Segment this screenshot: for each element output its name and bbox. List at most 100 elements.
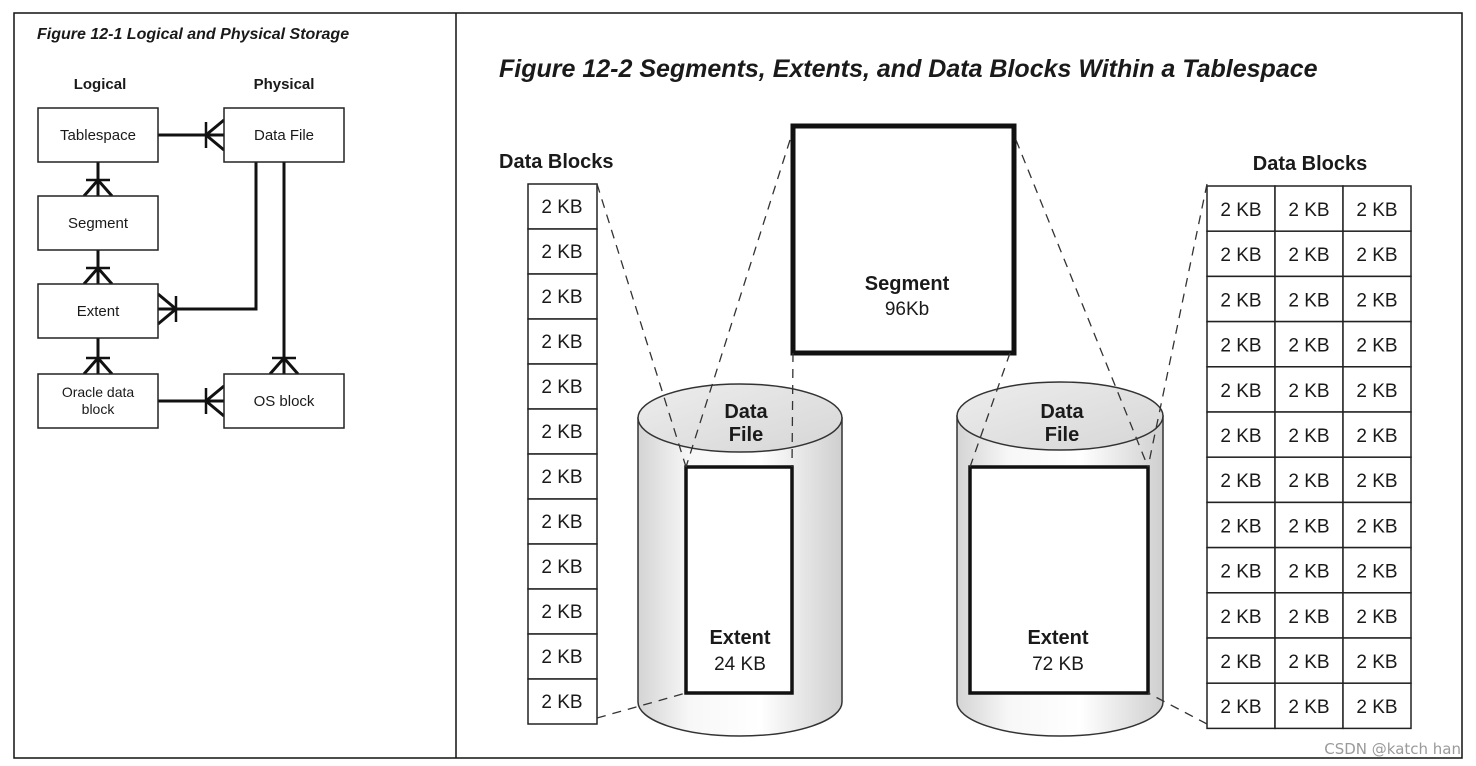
data-block-cell [1206, 592, 1276, 639]
data-block-label: 2 KB [1288, 426, 1329, 447]
right-extent-size: 72 KB [1032, 654, 1084, 675]
data-block-cell [1342, 320, 1412, 368]
os-block-label: OS block [254, 393, 315, 410]
segment-label: Segment [68, 215, 129, 232]
data-block-label: 2 KB [1220, 200, 1261, 221]
data-block-label: 2 KB [1288, 607, 1329, 628]
data-block-label: 2 KB [1220, 652, 1261, 673]
data-block-cell [527, 183, 598, 230]
data-block-label: 2 KB [1356, 471, 1397, 492]
data-block-label: 2 KB [1288, 381, 1329, 402]
data-block-label: 2 KB [541, 602, 582, 623]
data-block-label: 2 KB [541, 647, 582, 668]
segment-box: Segment [37, 195, 159, 251]
figure-1-title: Figure 12-1 Logical and Physical Storage [37, 26, 349, 43]
data-block-label: 2 KB [1356, 426, 1397, 447]
data-block-label: 2 KB [1220, 290, 1261, 311]
data-block-label: 2 KB [1220, 381, 1261, 402]
data-block-cell [1342, 230, 1412, 278]
oracle-block-label-line1: Oracle data [62, 384, 135, 400]
data-block-cell [527, 228, 598, 275]
data-block-label: 2 KB [1220, 697, 1261, 718]
data-block-cell [1342, 185, 1412, 232]
data-block-label: 2 KB [1288, 697, 1329, 718]
data-block-cell [1342, 682, 1412, 730]
data-file-box: Data File [223, 107, 345, 163]
left-extent-box [684, 465, 794, 695]
data-block-cell [527, 543, 598, 590]
data-block-label: 2 KB [541, 422, 582, 443]
relationship-lines [82, 118, 300, 418]
segment-size: 96Kb [885, 299, 929, 320]
data-block-label: 2 KB [541, 287, 582, 308]
figure-2-title: Figure 12-2 Segments, Extents, and Data … [499, 55, 1318, 83]
data-block-cell [527, 363, 598, 410]
logical-header: Logical [74, 76, 127, 93]
data-block-cell [1206, 230, 1276, 278]
data-block-cell [1206, 546, 1276, 594]
data-block-label: 2 KB [1356, 200, 1397, 221]
data-block-label: 2 KB [1288, 652, 1329, 673]
data-block-cell [1274, 456, 1344, 504]
data-block-label: 2 KB [1288, 336, 1329, 357]
data-block-label: 2 KB [1288, 516, 1329, 537]
segment-box-96kb: Segment 96Kb [790, 123, 1017, 356]
data-block-label: 2 KB [1356, 381, 1397, 402]
segment-title: Segment [865, 273, 950, 295]
data-block-label: 2 KB [541, 512, 582, 533]
data-block-label: 2 KB [1220, 245, 1261, 266]
data-block-cell [527, 453, 598, 500]
os-block-box: OS block [223, 373, 345, 429]
oracle-block-box: Oracle data block [37, 373, 159, 429]
data-block-label: 2 KB [1356, 562, 1397, 583]
extent-label: Extent [77, 303, 120, 320]
tablespace-box: Tablespace [37, 107, 159, 163]
csdn-watermark: CSDN @katch han [1324, 740, 1461, 758]
data-block-label: 2 KB [541, 242, 582, 263]
data-block-label: 2 KB [1220, 516, 1261, 537]
data-block-cell [1342, 637, 1412, 684]
data-block-cell [527, 633, 598, 680]
data-block-label: 2 KB [541, 692, 582, 713]
data-block-label: 2 KB [541, 557, 582, 578]
data-block-label: 2 KB [1288, 562, 1329, 583]
right-data-blocks-grid: 2 KB 2 KB 2 KB 2 KB 2 KB 2 KB 2 KB 2 KB 2 KB 2 KB… [1206, 185, 1412, 730]
tablespace-label: Tablespace [60, 127, 136, 144]
data-block-label: 2 KB [1356, 516, 1397, 537]
data-block-cell [1206, 456, 1276, 504]
data-block-label: 2 KB [541, 467, 582, 488]
data-block-label: 2 KB [1220, 562, 1261, 583]
left-data-file-label-line2: File [729, 424, 763, 446]
figure-12-1: Figure 12-1 Logical and Physical Storage… [37, 26, 349, 429]
data-block-label: 2 KB [1220, 607, 1261, 628]
data-block-label: 2 KB [1356, 290, 1397, 311]
data-block-cell [1342, 501, 1412, 549]
right-blocks-title: Data Blocks [1253, 153, 1368, 175]
data-block-label: 2 KB [1288, 245, 1329, 266]
data-block-label: 2 KB [1288, 200, 1329, 221]
data-block-label: 2 KB [1356, 336, 1397, 357]
oracle-block-label-line2: block [82, 401, 116, 417]
data-block-cell [1206, 637, 1276, 684]
data-block-cell [527, 273, 598, 320]
data-block-label: 2 KB [1288, 290, 1329, 311]
right-extent-label: Extent [1027, 627, 1088, 649]
data-block-cell [1342, 366, 1412, 413]
left-data-file-cylinder: Data File Extent 24 KB [637, 383, 843, 737]
data-block-cell [527, 588, 598, 635]
extent-box: Extent [37, 283, 159, 339]
data-block-cell [1274, 320, 1344, 368]
data-block-label: 2 KB [541, 377, 582, 398]
figure-12-2: Figure 12-2 Segments, Extents, and Data … [499, 55, 1412, 737]
data-block-cell [1274, 275, 1344, 323]
right-extent-box [968, 465, 1150, 695]
data-block-label: 2 KB [1288, 471, 1329, 492]
data-block-cell [1274, 501, 1344, 549]
data-block-cell [527, 678, 598, 725]
data-block-cell [1274, 366, 1344, 413]
data-block-cell [1206, 682, 1276, 730]
data-block-label: 2 KB [1356, 697, 1397, 718]
right-data-file-label-line1: Data [1040, 401, 1084, 423]
data-block-label: 2 KB [1220, 426, 1261, 447]
